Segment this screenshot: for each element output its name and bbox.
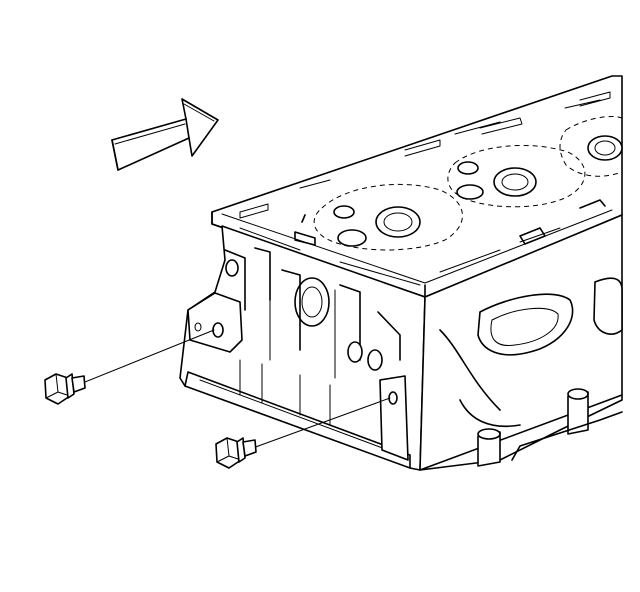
cylinder-head: [179, 75, 623, 471]
upper-plug: [44, 373, 86, 405]
combustion-chamber-3: [559, 116, 623, 177]
front-boss-left: [294, 277, 330, 327]
direction-arrow: [111, 98, 219, 171]
lower-plug: [215, 437, 257, 469]
port-outlet-2: [593, 277, 623, 335]
leader-lines: [79, 329, 391, 450]
combustion-chamber-2: [447, 145, 586, 208]
combustion-chamber-1: [313, 183, 463, 251]
lower-plug-boss: [379, 375, 409, 461]
